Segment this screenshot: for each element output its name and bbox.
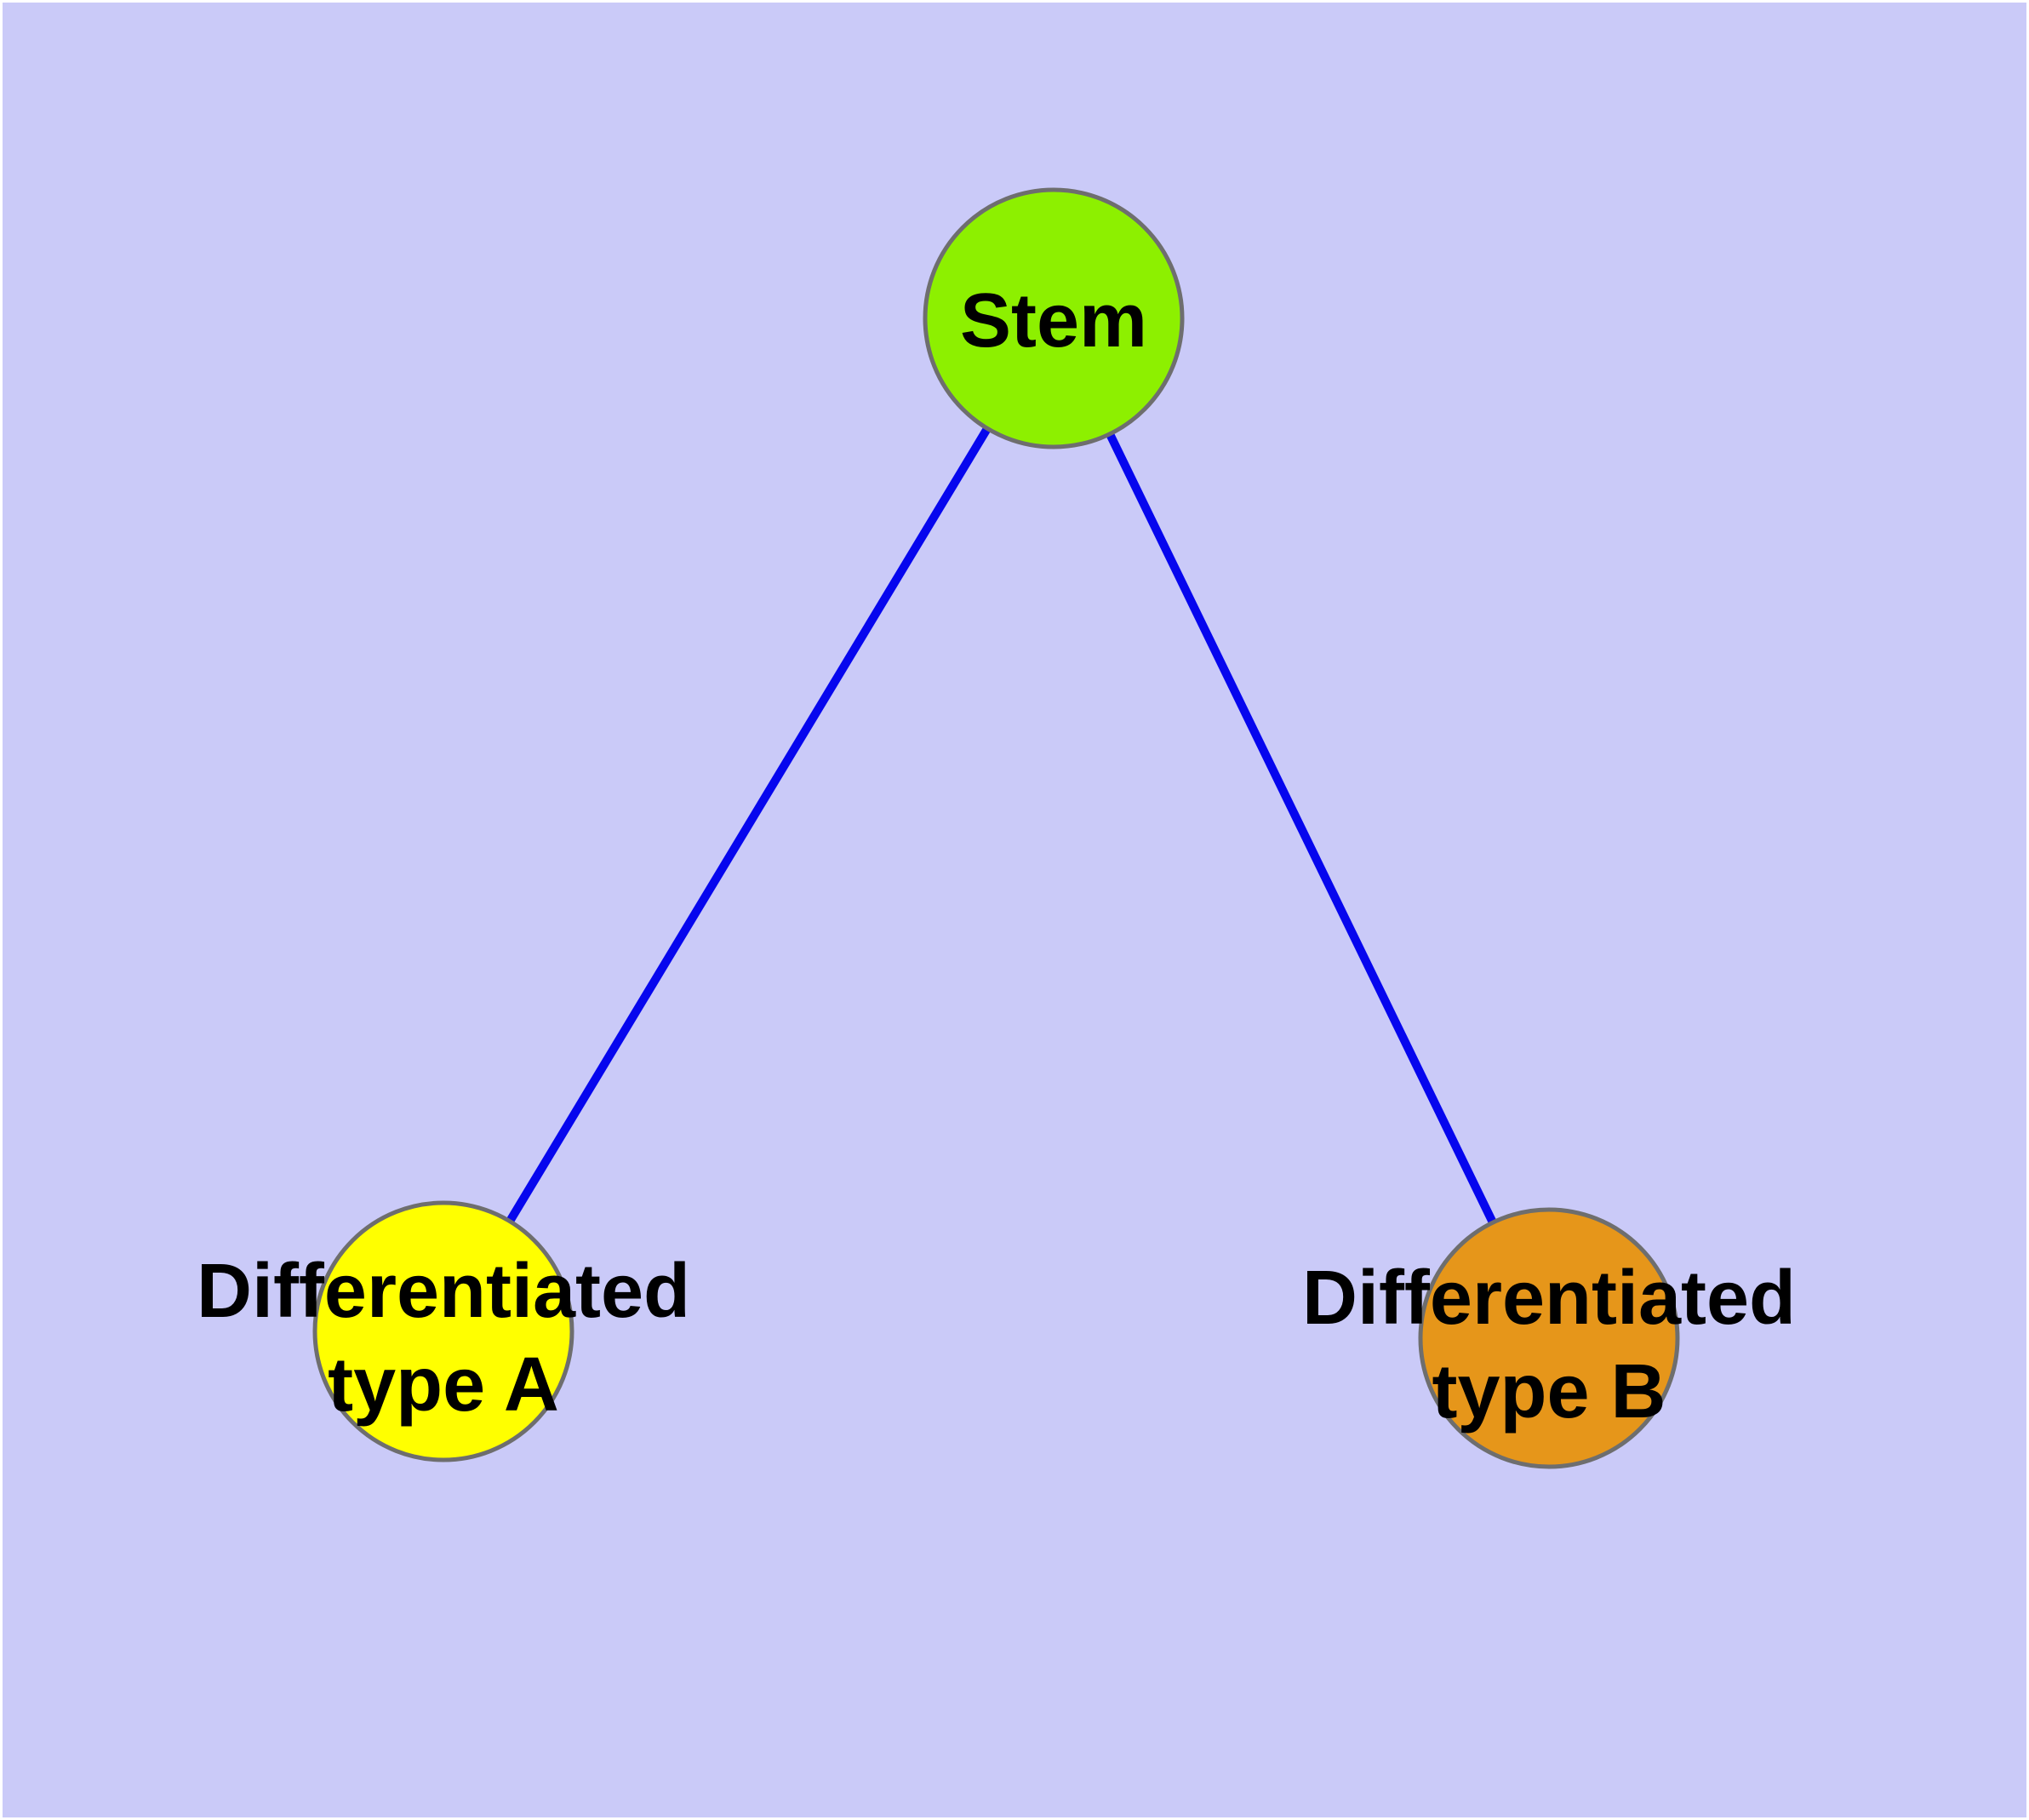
stem-node-label: Stem (960, 278, 1147, 363)
edge-stem-to-type-b (1049, 316, 1553, 1341)
stem-node (923, 187, 1185, 449)
differentiated-type-a-label-line1: Differentiated (197, 1249, 690, 1334)
differentiated-type-b-node (1418, 1207, 1680, 1469)
differentiated-type-b-label-line2: type B (1432, 1349, 1666, 1434)
differentiated-type-a-node (312, 1200, 574, 1462)
differentiated-type-a-label-line2: type A (328, 1342, 559, 1428)
edge-stem-to-type-a (439, 316, 1058, 1334)
differentiated-type-b-label-line1: Differentiated (1302, 1256, 1796, 1341)
